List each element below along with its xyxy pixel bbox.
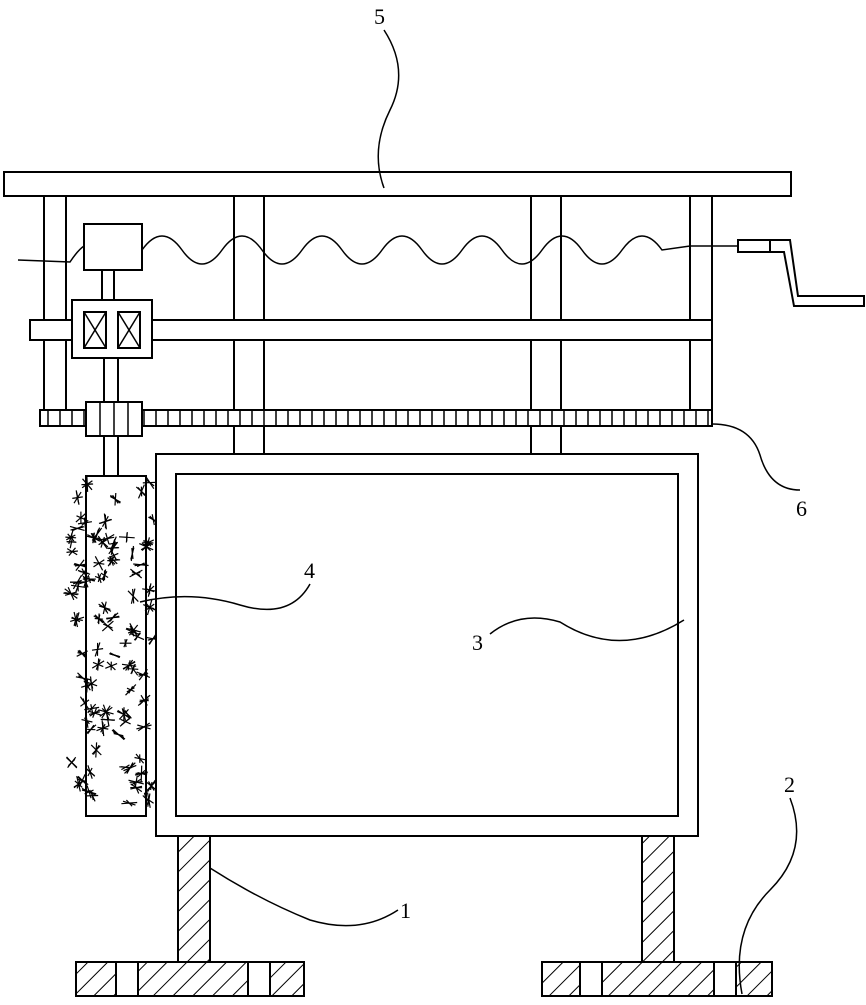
- top-plate: [4, 172, 791, 196]
- label-2: 2: [784, 772, 795, 797]
- label-4: 4: [304, 558, 315, 583]
- motor-shaft: [102, 270, 114, 300]
- motor-box: [84, 224, 142, 270]
- brush-shaft: [104, 436, 118, 476]
- label-5: 5: [374, 4, 385, 29]
- label-6: 6: [796, 496, 807, 521]
- label-3: 3: [472, 630, 483, 655]
- panel-inner: [176, 474, 678, 816]
- brush-roller: [86, 476, 146, 816]
- base-right: [542, 836, 772, 996]
- slider-block: [72, 300, 152, 358]
- crank-handle[interactable]: [738, 240, 864, 306]
- wire: [142, 236, 738, 264]
- leader-1: [210, 868, 398, 926]
- leader-6: [712, 424, 800, 490]
- drive-shaft: [104, 358, 118, 402]
- label-1: 1: [400, 898, 411, 923]
- gear: [86, 402, 142, 436]
- base-left: [76, 836, 304, 996]
- leader-5: [378, 30, 398, 188]
